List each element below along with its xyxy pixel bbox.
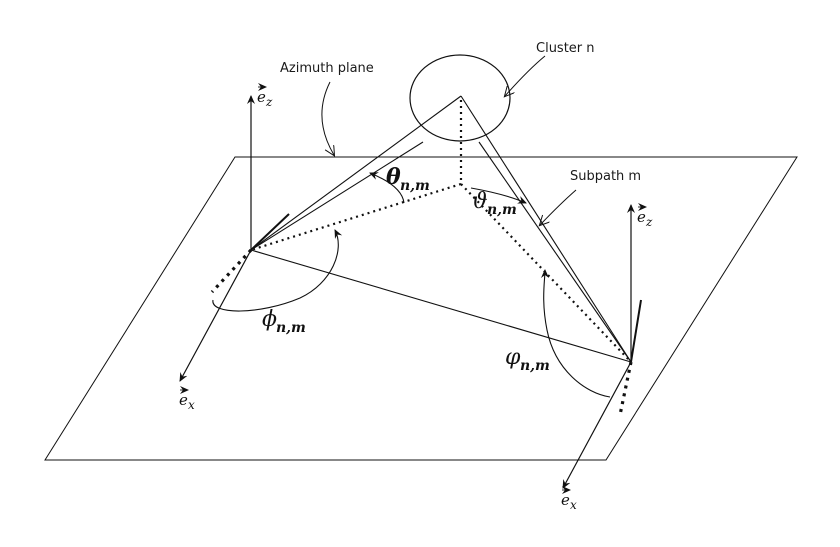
svg-text:n,m: n,m	[276, 320, 306, 336]
phi-label: ϕ n,m	[262, 307, 306, 336]
svg-text:n,m: n,m	[400, 178, 430, 194]
path-bs-to-cluster-a	[250, 95, 462, 251]
vartheta-label: ϑ n,m	[472, 189, 517, 218]
ez-right-label: e z	[637, 203, 653, 229]
projection-to-bs	[250, 182, 462, 252]
path-cluster-to-ms-b	[478, 141, 632, 363]
phi-arc	[212, 229, 343, 312]
azimuth-pointer	[321, 81, 334, 155]
ex-left-label: e x	[179, 386, 195, 412]
ex-axis-right	[562, 361, 632, 489]
svg-text:ϑ: ϑ	[472, 189, 488, 214]
path-cluster-to-ms-a	[460, 95, 632, 363]
array-left-solid	[250, 213, 290, 251]
array-left-dots	[210, 248, 253, 294]
subpath-label: Subpath m	[570, 169, 641, 184]
azimuth-plane-label: Azimuth plane	[280, 61, 374, 76]
svg-text:φ: φ	[505, 345, 521, 370]
azimuth-plane	[44, 156, 798, 461]
ex-right-label: e x	[561, 486, 577, 512]
svg-text:e: e	[179, 391, 188, 409]
svg-text:ϕ: ϕ	[262, 307, 277, 332]
los-line	[250, 249, 632, 363]
path-bs-to-cluster-b	[250, 141, 424, 251]
svg-text:z: z	[265, 95, 273, 109]
theta-arc	[369, 172, 405, 204]
svg-text:z: z	[645, 215, 653, 229]
subpath-pointer	[540, 189, 577, 225]
svg-text:x: x	[570, 498, 577, 512]
cluster-pointer	[505, 55, 546, 96]
projection-to-ms	[460, 183, 632, 363]
svg-text:n,m: n,m	[487, 202, 517, 218]
svg-text:θ: θ	[386, 164, 401, 190]
varphi-arc	[540, 269, 611, 398]
ex-axis-left	[179, 249, 252, 382]
theta-label: θ n,m	[386, 164, 430, 194]
svg-text:e: e	[561, 491, 570, 509]
cluster-label: Cluster n	[536, 41, 595, 56]
vartheta-arc	[470, 187, 527, 204]
varphi-label: φ n,m	[505, 345, 550, 374]
svg-text:x: x	[188, 398, 195, 412]
svg-text:e: e	[257, 88, 266, 106]
array-right-solid	[630, 299, 642, 363]
ez-left-label: e z	[257, 83, 273, 109]
svg-text:n,m: n,m	[520, 358, 550, 374]
cluster-ellipse	[409, 54, 511, 142]
array-right-dots	[618, 361, 633, 416]
svg-text:e: e	[637, 208, 646, 226]
